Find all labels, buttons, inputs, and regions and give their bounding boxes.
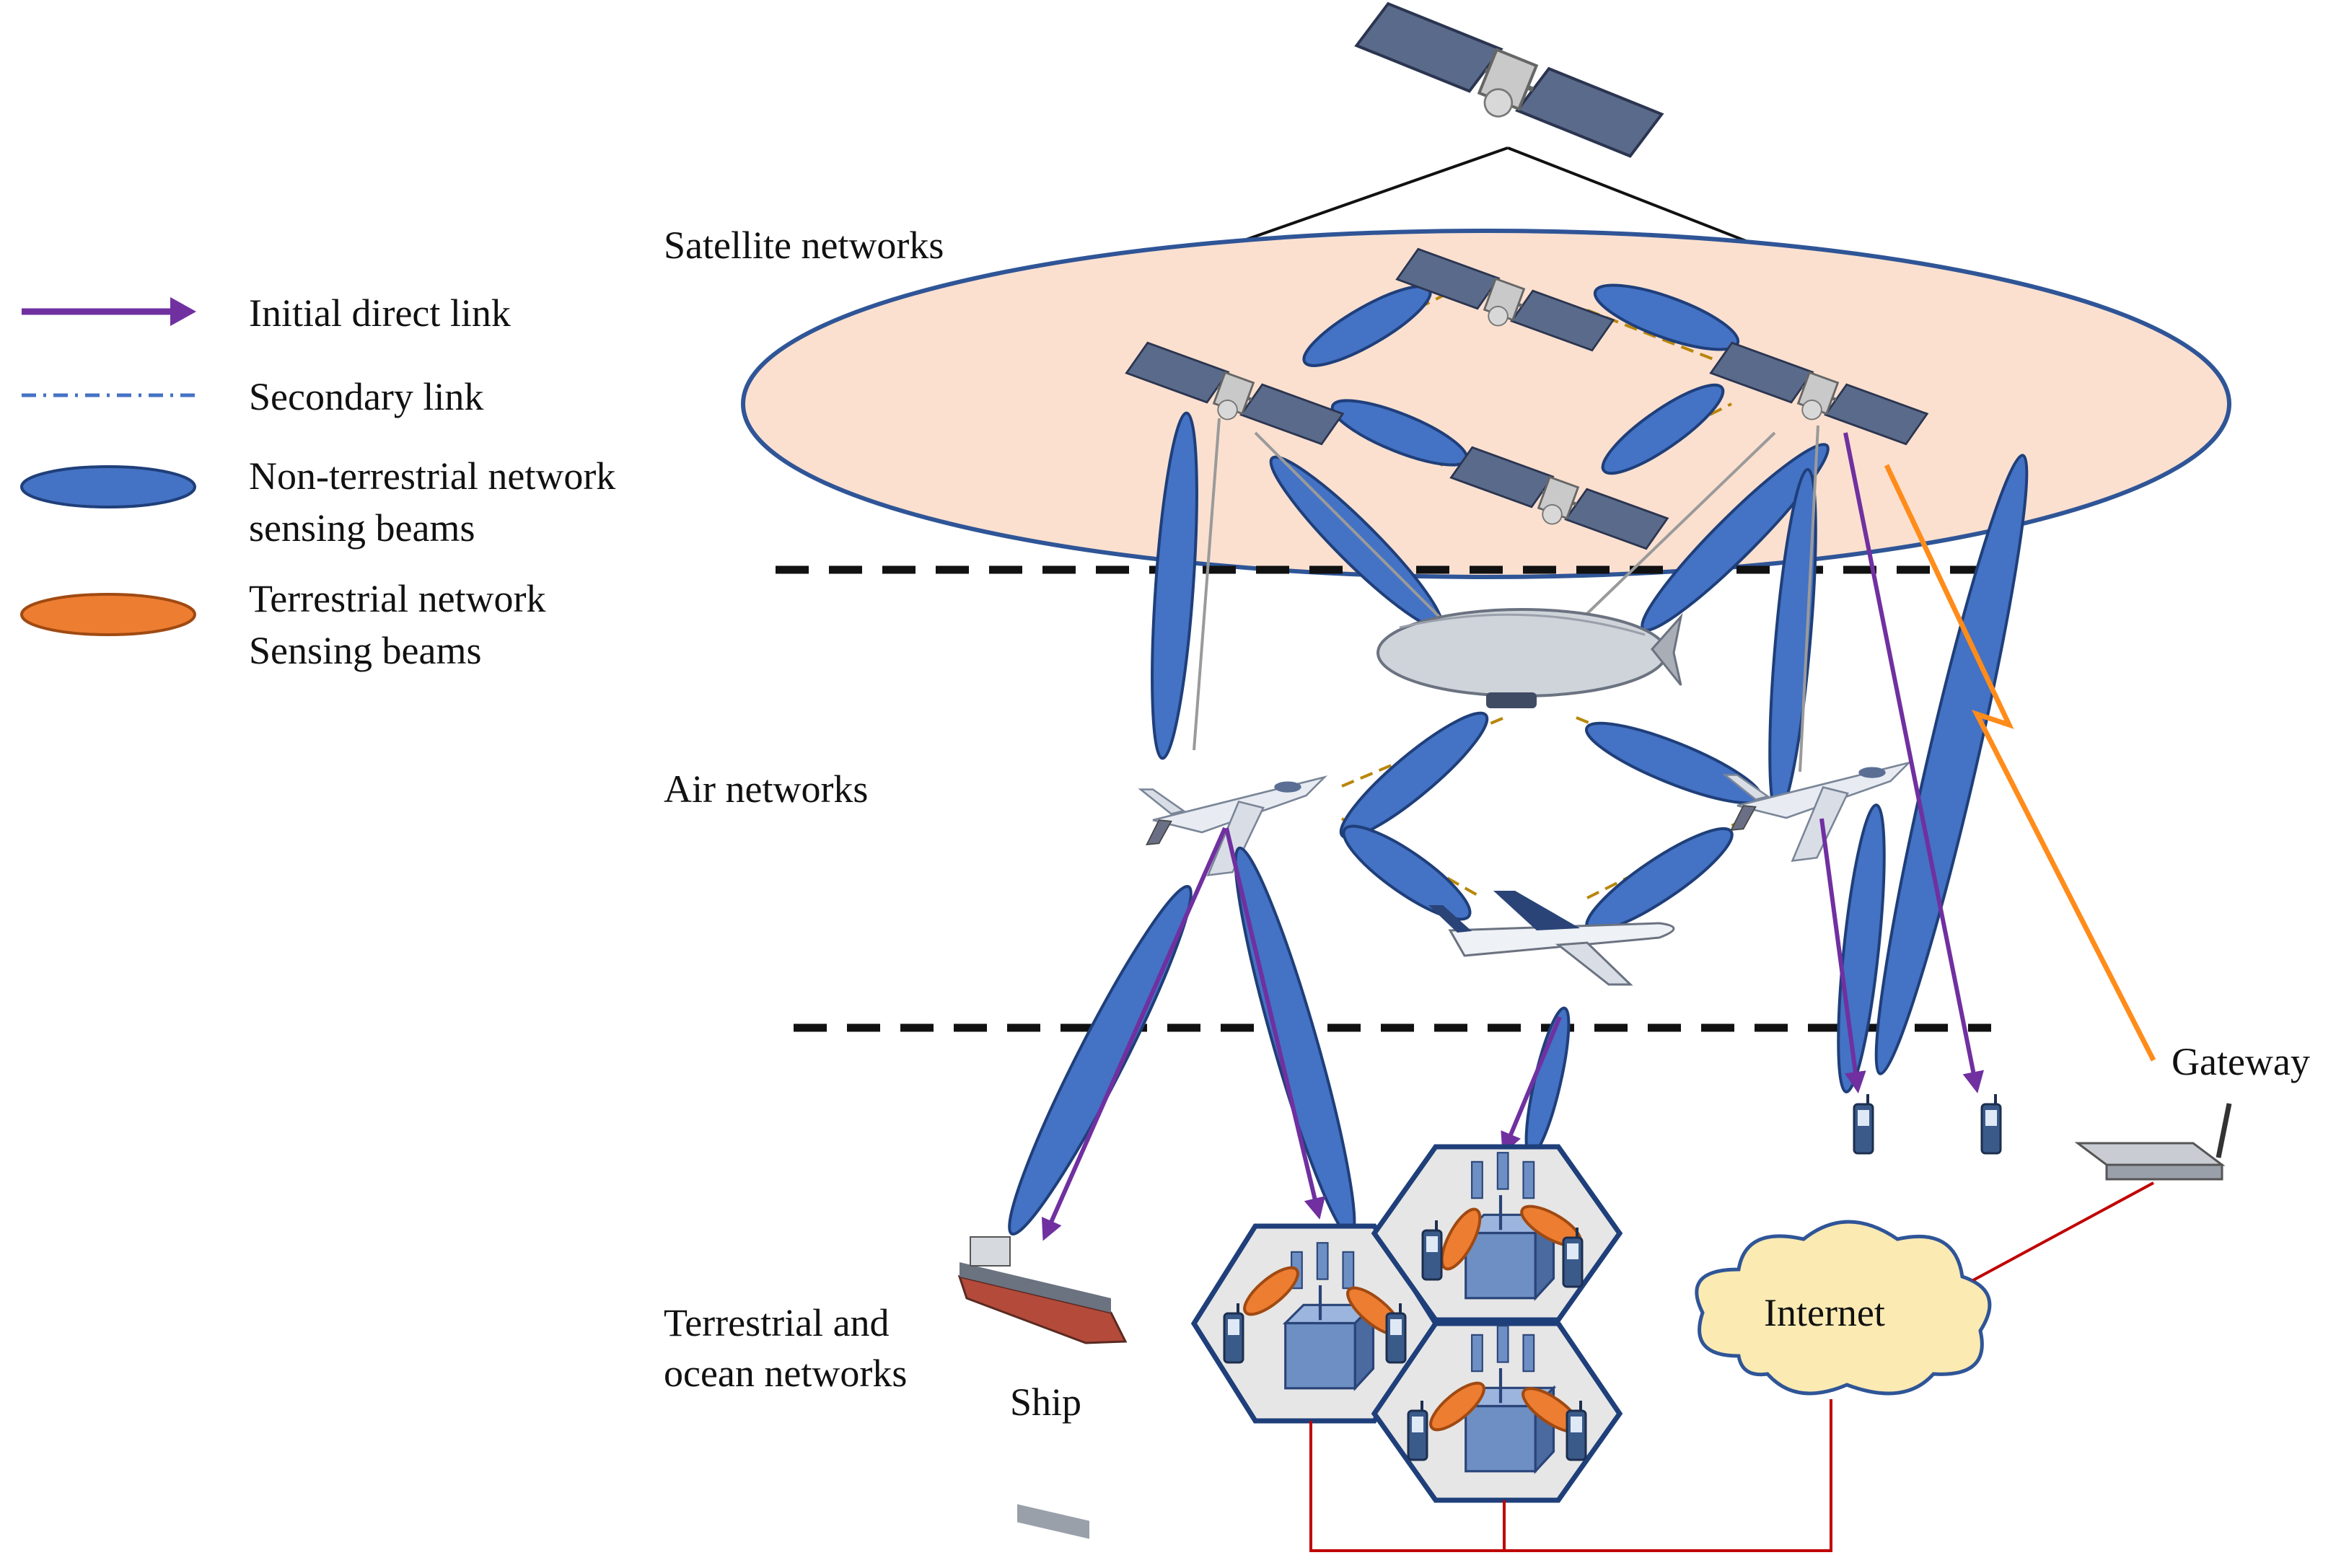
legend-label-ntn-beams-1: Non-terrestrial network (249, 454, 615, 498)
wired-connections (1309, 1181, 2154, 1552)
router-icon (2074, 1103, 2232, 1181)
legend-tn-beams: Terrestrial network Sensing beams (20, 577, 546, 672)
legend-ntn-beams: Non-terrestrial network sensing beams (20, 454, 615, 550)
cell-hexagon-top (1371, 1144, 1623, 1323)
legend-label-direct-link: Initial direct link (249, 291, 511, 335)
cell-hexagon-bottom (1371, 1321, 1623, 1503)
phone-icon (1980, 1093, 2002, 1155)
gateway-feeder-link (1884, 464, 2156, 1062)
airship-icon (1376, 608, 1683, 708)
tn-beam-swatch (20, 593, 196, 636)
legend-secondary-link: Secondary link (22, 375, 483, 418)
layer-label-air: Air networks (664, 767, 868, 811)
airliner-icon (1428, 891, 1675, 986)
cloud-icon (1695, 1220, 1992, 1396)
legend: Initial direct link Secondary link Non-t… (20, 291, 615, 672)
legend-label-ntn-beams-2: sensing beams (249, 506, 475, 550)
legend-label-tn-beams-2: Sensing beams (249, 629, 481, 672)
label-ship: Ship (1010, 1380, 1081, 1424)
ship-icon (957, 1236, 1128, 1539)
direct-links (1041, 432, 1985, 1241)
ntn-beam-swatch (20, 465, 196, 508)
layer-label-ground-1: Terrestrial and (664, 1301, 890, 1344)
label-gateway: Gateway (2172, 1040, 2310, 1083)
legend-label-tn-beams-1: Terrestrial network (249, 577, 546, 620)
satellite-to-air-beams (1151, 411, 2029, 1075)
label-internet: Internet (1764, 1291, 1885, 1334)
arrow-icon (170, 297, 196, 326)
air-layer-beams (1339, 711, 1762, 933)
legend-label-secondary-link: Secondary link (249, 375, 483, 418)
legend-direct-link: Initial direct link (22, 291, 511, 335)
layer-label-satellite: Satellite networks (664, 224, 944, 267)
cell-hexagon-left (1190, 1223, 1439, 1424)
layer-label-ground-2: ocean networks (664, 1352, 907, 1395)
phone-icon (1853, 1093, 1874, 1155)
